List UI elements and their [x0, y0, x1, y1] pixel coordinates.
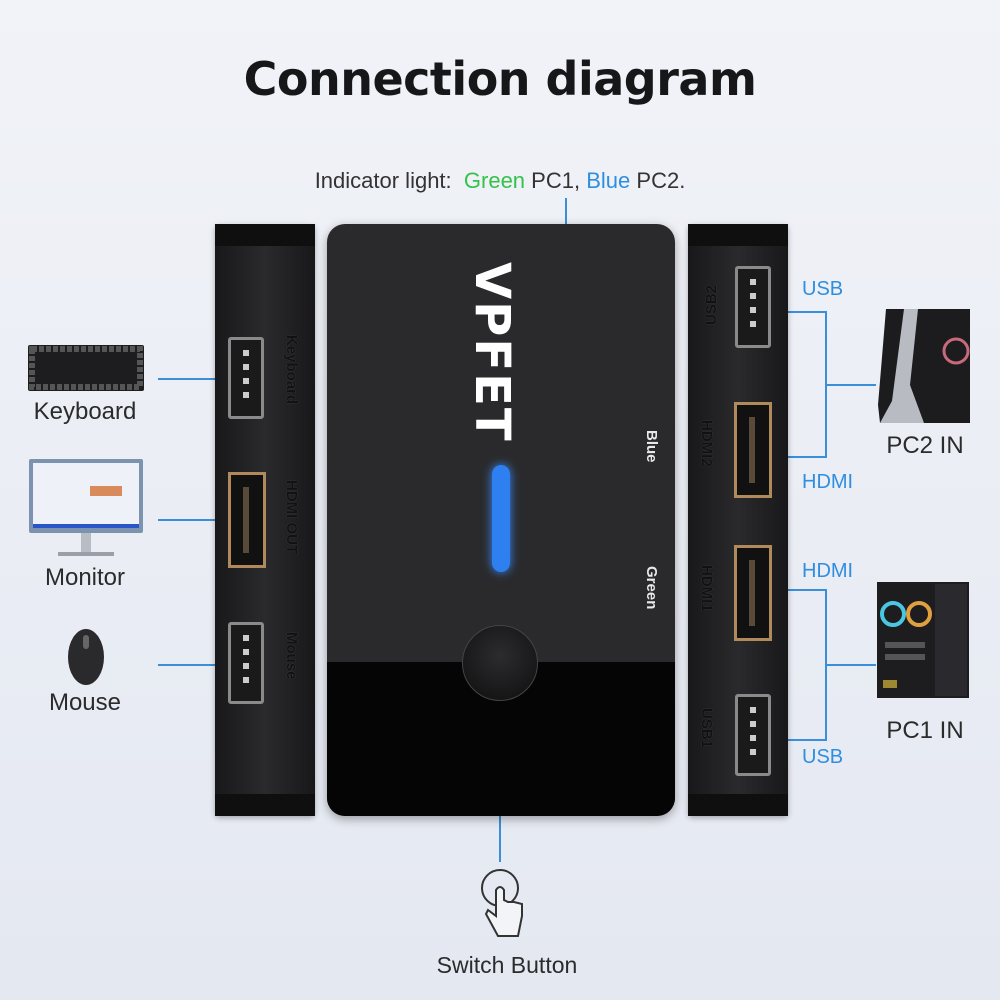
indicator-pc1: PC1, [531, 168, 581, 193]
hdmi1-port-label: HDMI1 [698, 565, 715, 612]
usb-pc2-label: USB [802, 278, 844, 300]
usb2-port-label: USB2 [703, 284, 720, 325]
brand-logo: VPFET [464, 262, 520, 443]
indicator-led [492, 465, 510, 572]
switch-button-label: Switch Button [436, 952, 578, 978]
hdmi-out-port [228, 472, 266, 568]
keyboard-usb-port [228, 337, 264, 419]
switch-button[interactable] [462, 625, 538, 701]
hdmi-pc2-label: HDMI [802, 471, 854, 493]
indicator-pc2: PC2. [636, 168, 686, 193]
monitor-label: Monitor [44, 564, 126, 591]
keyboard-port-label: Keyboard [283, 335, 300, 405]
hdmi-out-port-label: HDMI OUT [283, 480, 300, 555]
mouse-port-label: Mouse [283, 632, 300, 680]
hdmi2-port-label: HDMI2 [698, 420, 715, 467]
pc1-tower-icon [877, 582, 969, 698]
monitor-icon [29, 459, 143, 556]
mouse-label: Mouse [48, 689, 122, 716]
usb-pc1-label: USB [802, 746, 844, 768]
hdmi1-port [734, 545, 772, 641]
hdmi-pc1-label: HDMI [802, 560, 854, 582]
pc1-bracket [775, 589, 876, 741]
indicator-caption: Indicator light: Green PC1, Blue PC2. [0, 168, 1000, 194]
page-title: Connection diagram [243, 52, 757, 106]
finger-press-icon [481, 869, 523, 937]
pc2-tower-icon [878, 309, 970, 423]
usb2-port [735, 266, 771, 348]
keyboard-icon [28, 345, 144, 391]
led-blue-label: Blue [643, 430, 660, 463]
indicator-prefix: Indicator light: [314, 168, 452, 193]
pc1-label: PC1 IN [886, 717, 964, 744]
usb1-port-label: USB1 [698, 708, 715, 749]
keyboard-label: Keyboard [33, 398, 137, 425]
indicator-green: Green [463, 168, 526, 193]
indicator-blue: Blue [586, 168, 631, 193]
mouse-icon [68, 629, 104, 685]
pc2-label: PC2 IN [886, 432, 964, 459]
mouse-usb-port [228, 622, 264, 704]
pc2-bracket [775, 311, 876, 458]
led-green-label: Green [643, 566, 660, 610]
usb1-port [735, 694, 771, 776]
hdmi2-port [734, 402, 772, 498]
